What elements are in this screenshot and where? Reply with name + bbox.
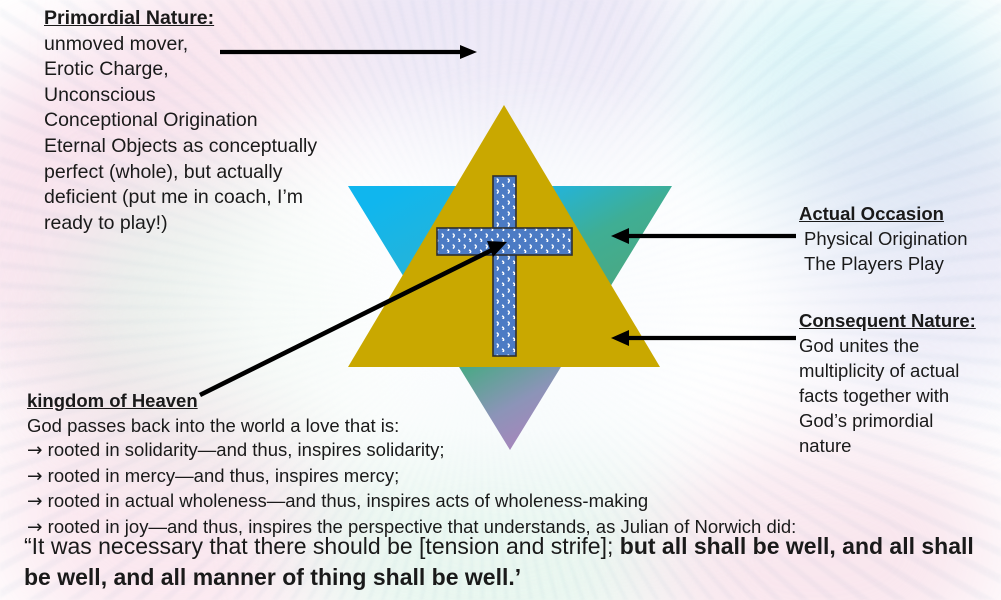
kingdom-bullet-1: → rooted in solidarity—and thus, inspire… (27, 438, 796, 464)
arrow-to-actual-occasion (611, 228, 796, 244)
consequent-line-3: facts together with (799, 385, 950, 406)
consequent-nature-textblock: Consequent Nature: God unites the multip… (799, 308, 976, 458)
primordial-line-3: Unconscious (44, 83, 156, 106)
kingdom-bullet-3: → rooted in actual wholeness—and thus, i… (27, 489, 796, 515)
kingdom-bullet-3-text: rooted in actual wholeness—and thus, ins… (47, 490, 649, 512)
primordial-line-8: ready to play!) (44, 211, 168, 234)
primordial-line-6: perfect (whole), but actually (44, 160, 283, 183)
kingdom-bullet-1-text: rooted in solidarity—and thus, inspires … (47, 439, 445, 461)
kingdom-bullet-2: → rooted in mercy—and thus, inspires mer… (27, 464, 796, 490)
arrow-to-consequent-nature (611, 330, 796, 346)
bullet-arrow-icon-2: → (27, 465, 43, 487)
actual-occasion-line-1: Physical Origination (804, 228, 968, 249)
primordial-line-5: Eternal Objects as conceptually (44, 134, 318, 157)
quote-normal-part: “It was necessary that there should be [… (24, 533, 620, 559)
primordial-nature-heading: Primordial Nature: (44, 7, 215, 29)
consequent-line-1: God unites the (799, 335, 920, 356)
primordial-nature-textblock: Primordial Nature: unmoved mover, Erotic… (44, 6, 317, 236)
actual-occasion-textblock: Actual Occasion Physical Origination The… (799, 201, 968, 276)
primordial-line-7: deficient (put me in coach, I’m (44, 186, 304, 209)
consequent-line-4: God’s primordial (799, 410, 934, 431)
primordial-line-4: Conceptional Origination (44, 109, 258, 132)
kingdom-of-heaven-textblock: kingdom of Heaven God passes back into t… (27, 389, 796, 541)
kingdom-of-heaven-heading: kingdom of Heaven (27, 390, 198, 411)
kingdom-intro-line: God passes back into the world a love th… (27, 414, 400, 436)
bullet-arrow-icon-3: → (27, 491, 43, 513)
primordial-line-1: unmoved mover, (44, 32, 189, 55)
bullet-arrow-icon-1: → (27, 440, 43, 462)
consequent-nature-heading: Consequent Nature: (799, 310, 976, 331)
consequent-line-5: nature (799, 435, 852, 456)
arrow-to-kingdom-of-heaven (198, 241, 507, 398)
actual-occasion-heading: Actual Occasion (799, 203, 944, 224)
consequent-line-2: multiplicity of actual (799, 360, 960, 381)
kingdom-bullet-2-text: rooted in mercy—and thus, inspires mercy… (47, 464, 400, 486)
primordial-line-2: Erotic Charge, (44, 58, 169, 81)
julian-of-norwich-quote: “It was necessary that there should be [… (24, 531, 984, 593)
actual-occasion-line-2: The Players Play (804, 253, 944, 274)
